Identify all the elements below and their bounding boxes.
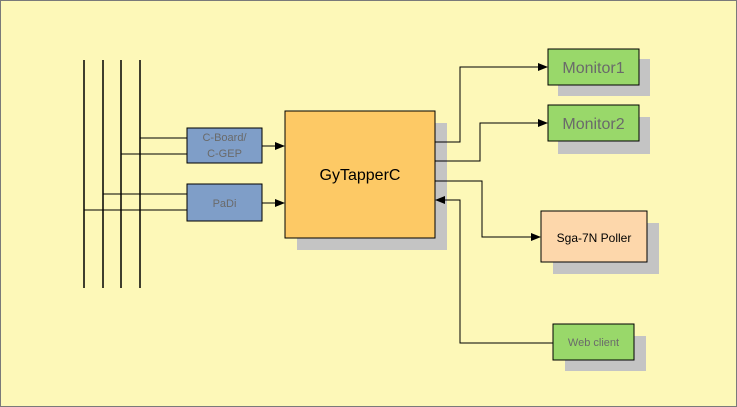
cboard-label-line1: C-Board/ <box>202 132 247 144</box>
cboard-label-line2: C-GEP <box>207 148 242 160</box>
monitor1-label: Monitor1 <box>562 60 624 77</box>
poller-node: Sga-7N Poller <box>540 210 659 274</box>
cboard-node: C-Board/ C-GEP <box>186 127 263 164</box>
poller-box <box>540 210 648 263</box>
monitor1-node: Monitor1 <box>547 48 650 96</box>
webclient-box <box>552 323 635 361</box>
poller-label: Sga-7N Poller <box>557 231 632 245</box>
monitor2-label: Monitor2 <box>562 116 624 133</box>
cboard-box <box>186 127 263 164</box>
input-arrows <box>262 142 285 207</box>
padi-node: PaDi <box>186 183 263 222</box>
monitor2-box <box>547 104 640 142</box>
arrow-gytapper-to-poller <box>435 180 541 241</box>
webclient-node: Web client <box>552 323 646 371</box>
gytapper-label: GyTapperC <box>320 167 401 184</box>
padi-label: PaDi <box>213 198 237 210</box>
bus-taps <box>84 137 187 211</box>
monitor1-box <box>547 48 640 86</box>
gytapper-box <box>284 110 436 239</box>
arrow-gytapper-to-monitor2 <box>435 119 548 162</box>
gytapper-node: GyTapperC <box>284 110 447 250</box>
arrow-gytapper-to-monitor1 <box>435 63 548 143</box>
bus-lines <box>83 60 141 288</box>
webclient-label: Web client <box>568 337 619 349</box>
output-connectors <box>435 63 553 344</box>
arrow-webclient-to-gytapper <box>435 196 553 344</box>
monitor2-node: Monitor2 <box>547 104 650 154</box>
